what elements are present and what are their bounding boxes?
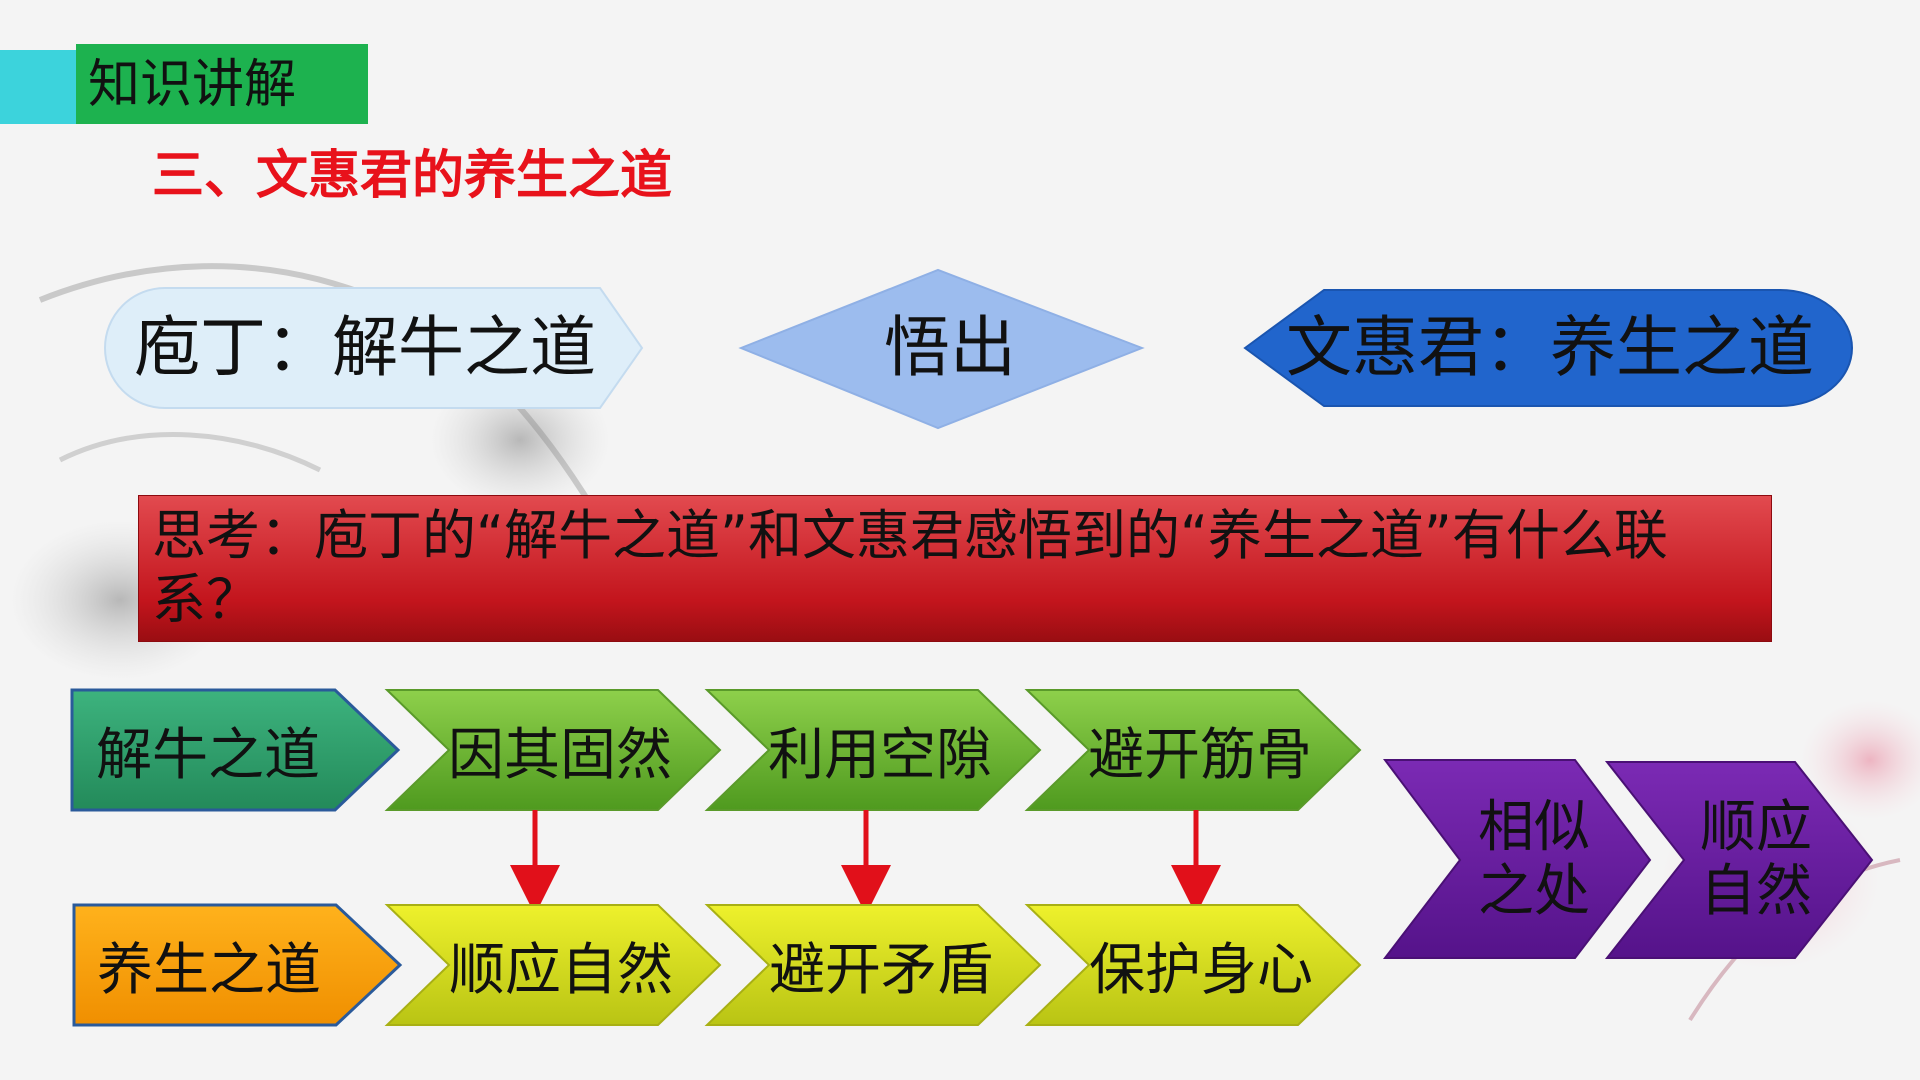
row1-chevron-1 [384, 689, 722, 811]
similar-label: 相似之处 [1478, 795, 1590, 924]
question-text: 思考：庖丁的“解牛之道”和文惠君感悟到的“养生之道”有什么联系？ [152, 504, 1668, 631]
row2-chevron-1 [384, 904, 722, 1026]
header-tag [76, 44, 368, 124]
row1-head-label: 解牛之道 [96, 722, 320, 788]
row1-head-arrow [70, 688, 401, 812]
row1-item-1-label: 因其固然 [448, 722, 672, 788]
row2-item-2-label: 避开矛盾 [769, 937, 993, 1003]
similar-chevron [1382, 759, 1652, 959]
section-subtitle: 三、文惠君的养生之道 [152, 146, 673, 206]
result-label: 顺应自然 [1700, 795, 1812, 924]
header-tag-accent [0, 50, 80, 124]
row2-head-label: 养生之道 [97, 937, 321, 1003]
right-callout-shape [1243, 289, 1853, 407]
row2-chevron-2 [704, 904, 1042, 1026]
result-chevron [1604, 761, 1874, 959]
header-tag-label: 知识讲解 [88, 55, 297, 115]
row2-head-arrow [72, 903, 403, 1027]
left-callout-label: 庖丁：解牛之道 [134, 309, 596, 387]
right-callout-label: 文惠君：养生之道 [1286, 309, 1814, 387]
question-box [138, 495, 1772, 642]
row1-item-2-label: 利用空隙 [768, 722, 992, 788]
row2-item-3-label: 保护身心 [1089, 937, 1313, 1003]
row2-item-1-label: 顺应自然 [449, 937, 673, 1003]
center-diamond-label: 悟出 [884, 309, 1016, 387]
row1-item-3-label: 避开筋骨 [1088, 722, 1312, 788]
row1-chevron-2 [704, 689, 1042, 811]
row1-chevron-3 [1024, 689, 1362, 811]
center-diamond-shape [738, 268, 1145, 430]
row2-chevron-3 [1024, 904, 1362, 1026]
left-callout-shape [104, 287, 644, 409]
